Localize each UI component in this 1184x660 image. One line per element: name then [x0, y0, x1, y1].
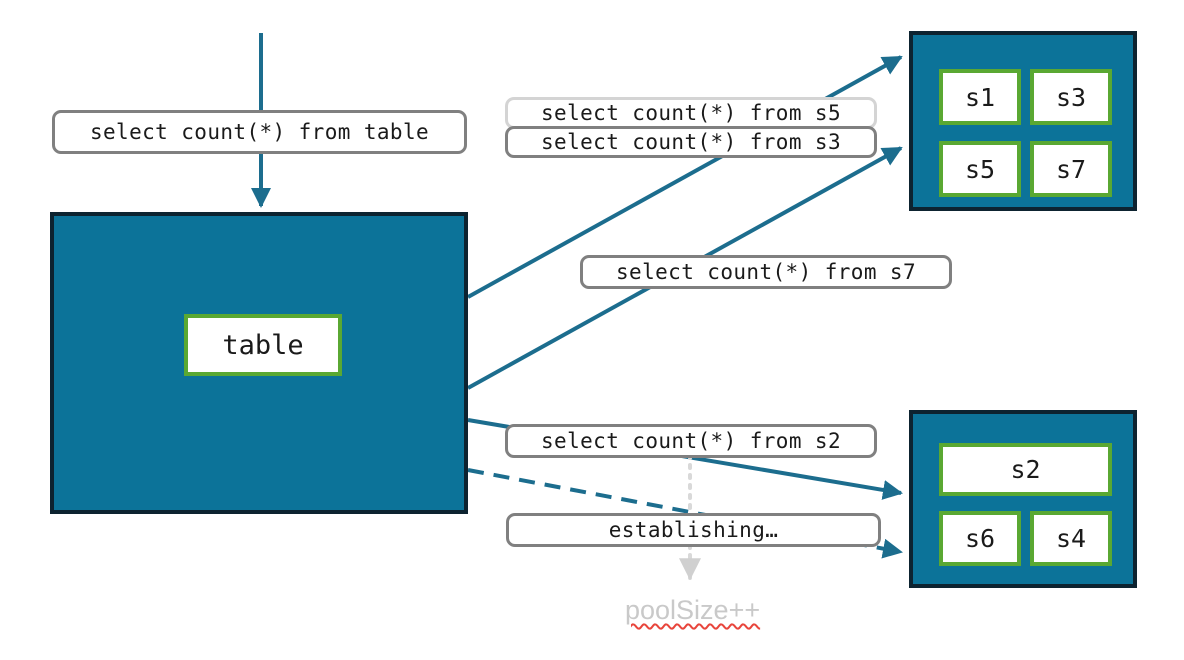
entry-query-label[interactable]: select count(*) from table: [52, 110, 467, 154]
query-label-s3[interactable]: select count(*) from s3: [505, 126, 877, 158]
table-container[interactable]: table: [50, 212, 468, 514]
server-node-s6[interactable]: s6: [939, 511, 1021, 566]
query-label-establishing[interactable]: establishing…: [506, 513, 881, 547]
server-node-s3[interactable]: s3: [1030, 69, 1112, 125]
server-node-s1[interactable]: s1: [939, 69, 1021, 125]
query-label-s2[interactable]: select count(*) from s2: [505, 424, 877, 458]
poolsize-annotation: poolSize++: [625, 595, 761, 625]
query-label-s7[interactable]: select count(*) from s7: [580, 255, 952, 289]
table-node[interactable]: table: [184, 314, 342, 376]
server-node-s5[interactable]: s5: [939, 141, 1021, 197]
server-node-s7[interactable]: s7: [1030, 141, 1112, 197]
lower-pool-container[interactable]: s2 s6 s4: [909, 410, 1137, 588]
upper-pool-container[interactable]: s1 s3 s5 s7: [909, 31, 1137, 211]
server-node-s2[interactable]: s2: [939, 443, 1112, 496]
query-label-s5[interactable]: select count(*) from s5: [505, 97, 877, 129]
server-node-s4[interactable]: s4: [1030, 511, 1112, 566]
